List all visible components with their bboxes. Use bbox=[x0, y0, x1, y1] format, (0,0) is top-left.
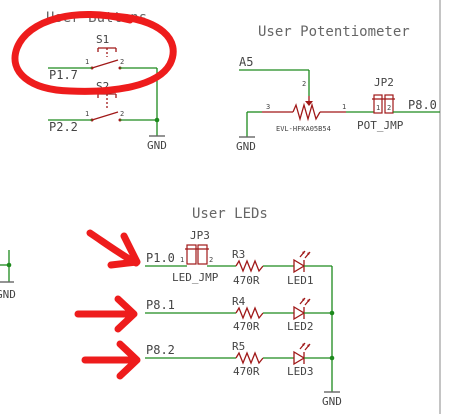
led3: LED3 bbox=[287, 342, 314, 378]
jumper-jp2: JP2 1 2 POT_JMP bbox=[357, 76, 404, 132]
jp2-pin1: 1 bbox=[376, 104, 380, 112]
resistor-r5: R5 470R bbox=[232, 340, 264, 378]
label-p22: P2.2 bbox=[49, 120, 78, 134]
left-gnd: GND bbox=[0, 288, 16, 301]
button-s1: S1 1 2 bbox=[85, 33, 124, 70]
leds-gnd: GND bbox=[322, 395, 342, 408]
jumper-jp3: JP3 1 2 LED_JMP bbox=[172, 229, 219, 284]
pot-title: User Potentiometer bbox=[258, 24, 410, 40]
jp2-label: JP2 bbox=[374, 76, 394, 89]
buttons-gnd: GND bbox=[147, 139, 167, 152]
pot-part: EVL-HFKA05B54 bbox=[276, 125, 331, 133]
jp2-name: POT_JMP bbox=[357, 119, 404, 132]
jp3-name: LED_JMP bbox=[172, 271, 219, 284]
led1-label: LED1 bbox=[287, 274, 314, 287]
pot-pin3: 3 bbox=[266, 103, 270, 111]
label-p82: P8.2 bbox=[146, 343, 175, 357]
s1-pin2: 2 bbox=[120, 58, 124, 66]
annotation-arrow-2 bbox=[74, 295, 138, 333]
led2: LED2 bbox=[287, 297, 314, 333]
label-p80: P8.0 bbox=[408, 98, 437, 112]
label-a5: A5 bbox=[239, 55, 253, 69]
s1-label: S1 bbox=[96, 33, 109, 46]
jp3-label: JP3 bbox=[190, 229, 210, 242]
led2-label: LED2 bbox=[287, 320, 314, 333]
led1: LED1 bbox=[287, 250, 314, 287]
potentiometer: EVL-HFKA05B54 bbox=[276, 96, 331, 133]
label-p17: P1.7 bbox=[49, 68, 78, 82]
leds-title: User LEDs bbox=[192, 206, 268, 222]
s1-pin1: 1 bbox=[85, 58, 89, 66]
r5-label: R5 bbox=[232, 340, 245, 353]
led3-label: LED3 bbox=[287, 365, 314, 378]
r5-value: 470R bbox=[233, 365, 260, 378]
label-p10: P1.0 bbox=[146, 251, 175, 265]
r3-value: 470R bbox=[233, 274, 260, 287]
pot-pin2: 2 bbox=[302, 80, 306, 88]
r4-label: R4 bbox=[232, 295, 246, 308]
pot-gnd: GND bbox=[236, 140, 256, 153]
label-p81: P8.1 bbox=[146, 298, 175, 312]
annotation-circle bbox=[11, 11, 177, 95]
r3-label: R3 bbox=[232, 248, 245, 261]
jp3-pin1: 1 bbox=[180, 256, 184, 264]
resistor-r3: R3 470R bbox=[232, 248, 264, 287]
r4-value: 470R bbox=[233, 320, 260, 333]
annotation-arrow-1 bbox=[86, 229, 141, 269]
annotation-arrow-3 bbox=[81, 340, 141, 380]
pot-pin1: 1 bbox=[342, 103, 346, 111]
jp2-pin2: 2 bbox=[387, 104, 391, 112]
s2-pin1: 1 bbox=[85, 110, 89, 118]
jp3-pin2: 2 bbox=[209, 256, 213, 264]
resistor-r4: R4 470R bbox=[232, 295, 264, 333]
s2-pin2: 2 bbox=[120, 110, 124, 118]
